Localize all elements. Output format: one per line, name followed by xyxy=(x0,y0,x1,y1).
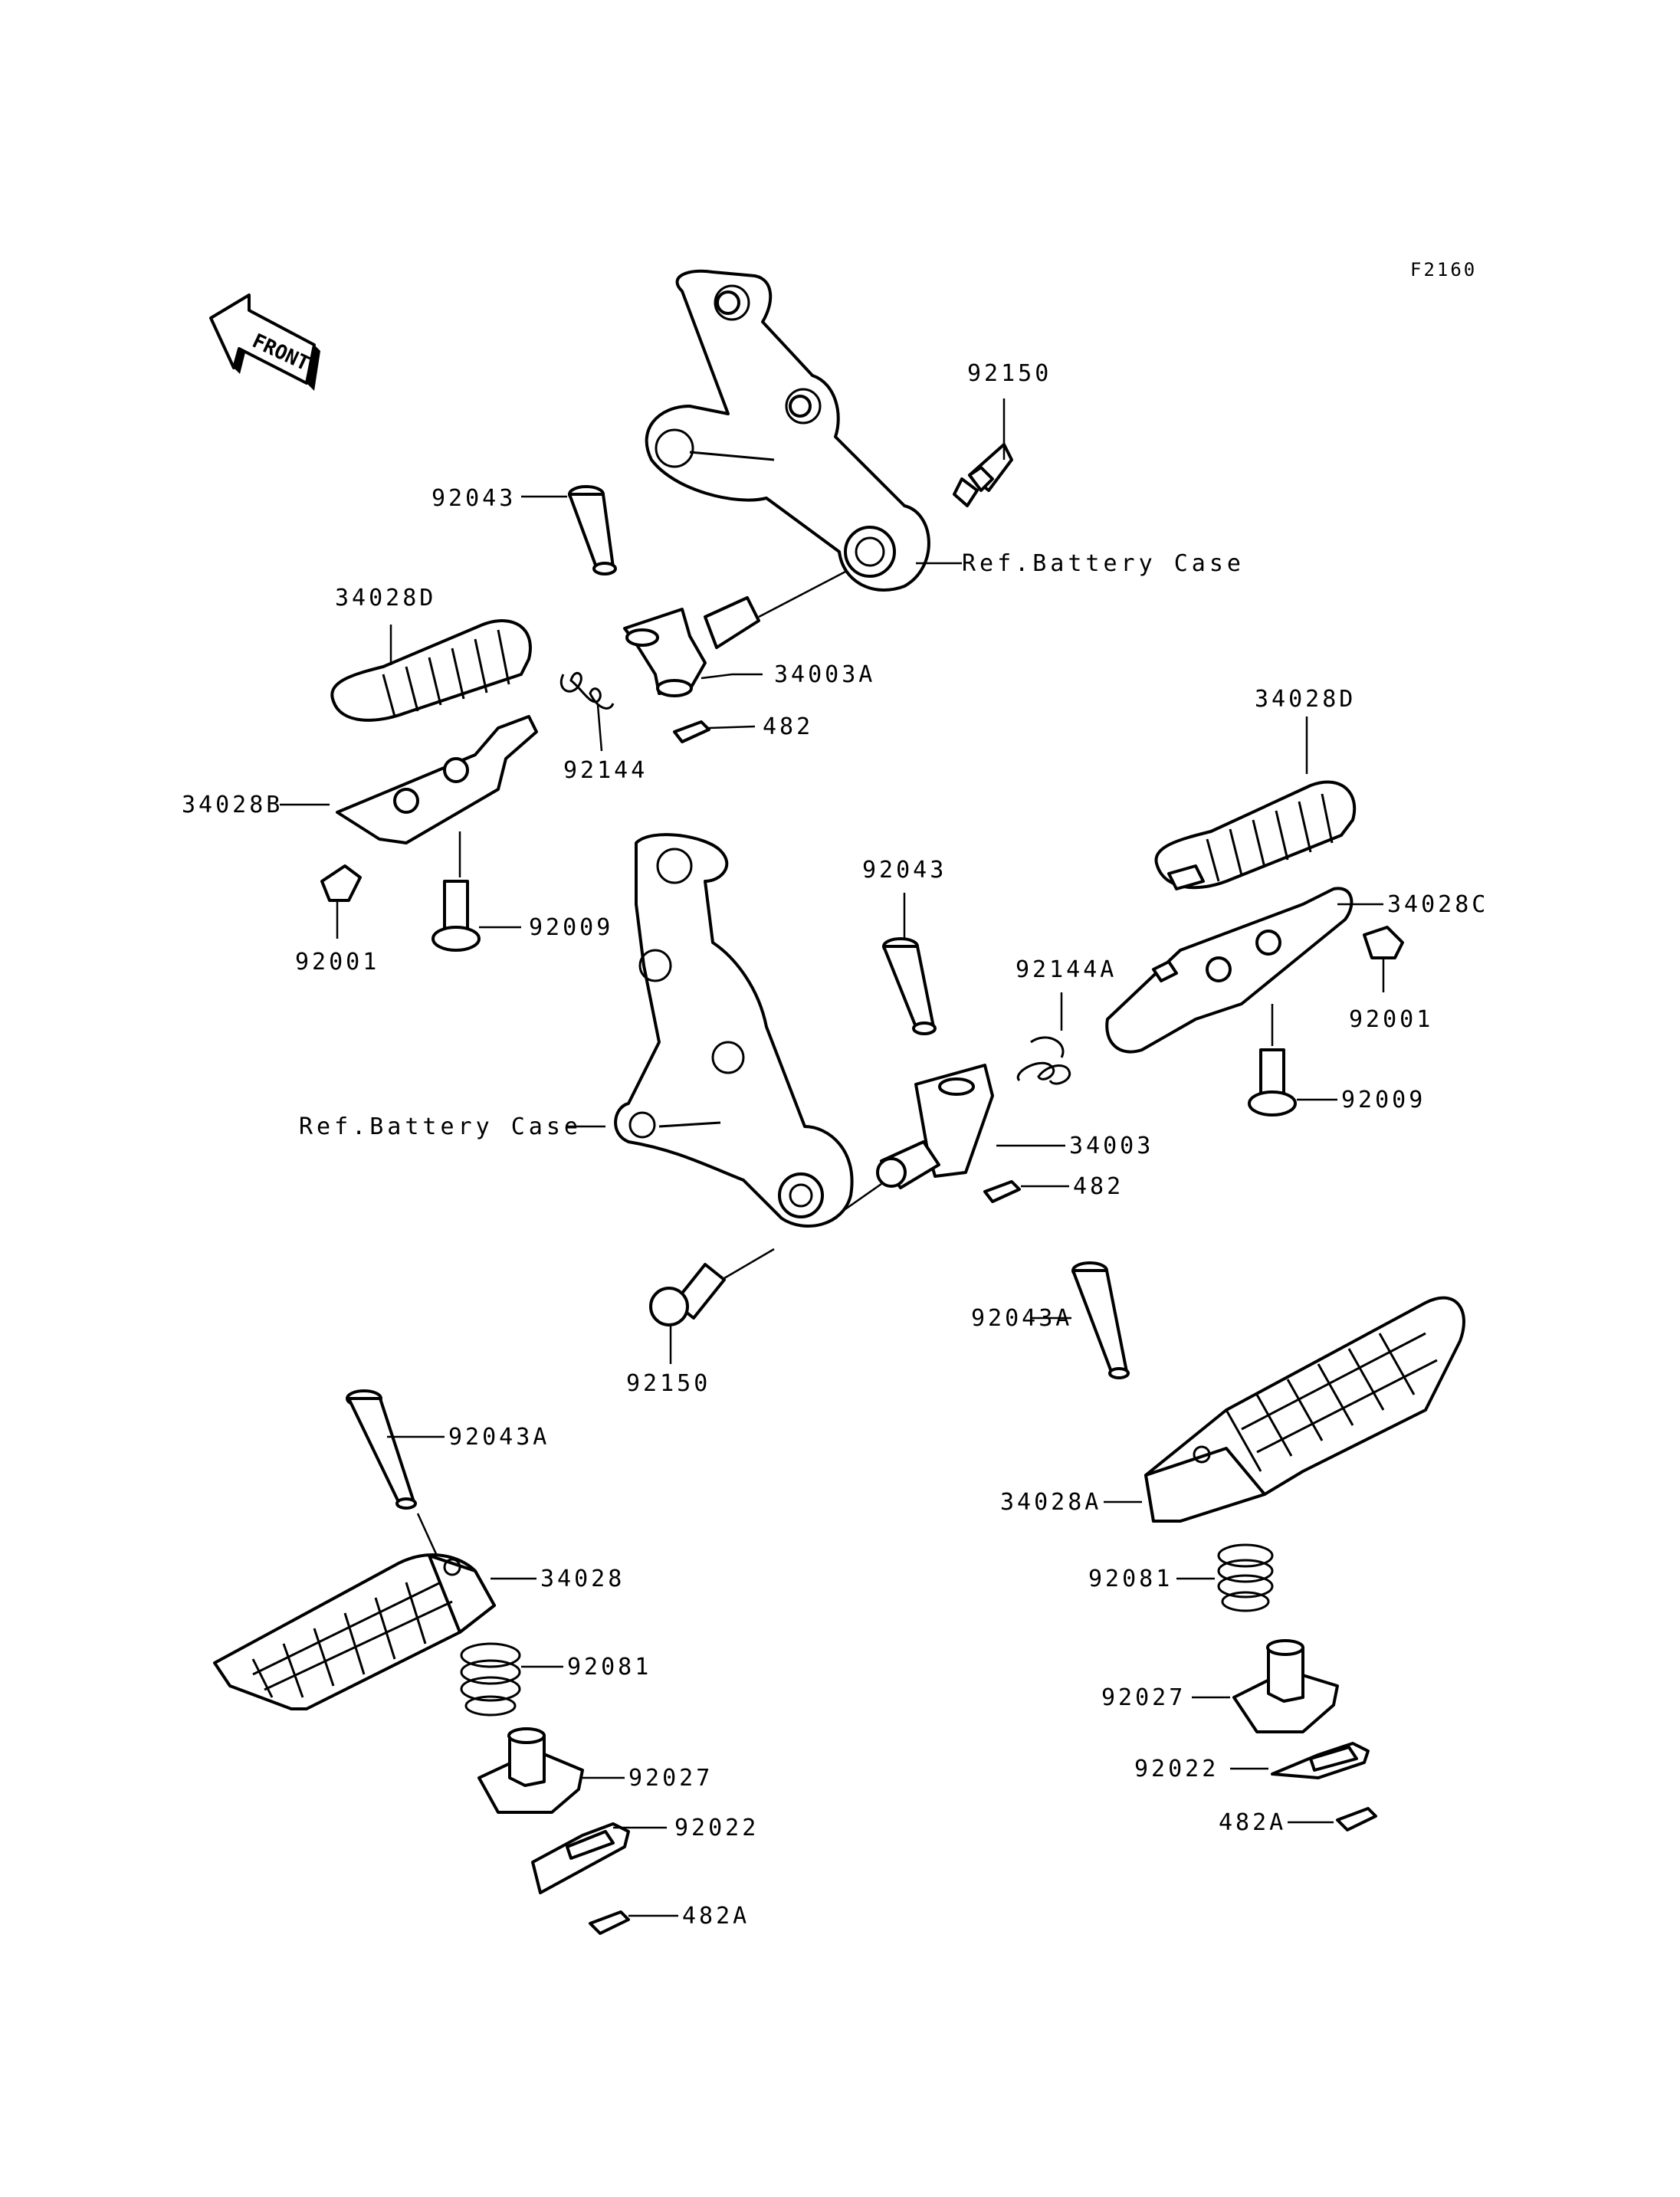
rear-footrest-bracket-lower xyxy=(614,833,854,1228)
label-92043A-left: 92043A xyxy=(448,1424,550,1451)
footpeg-34028 xyxy=(213,1553,536,1710)
label-92022-left: 92022 xyxy=(674,1815,759,1841)
label-92150-top: 92150 xyxy=(967,360,1052,387)
screw-92009-right xyxy=(1248,1004,1337,1117)
label-92001-right: 92001 xyxy=(1349,1006,1433,1033)
clip-482-top xyxy=(673,720,756,743)
label-34028A: 34028A xyxy=(1000,1489,1101,1516)
label-34003: 34003 xyxy=(1069,1133,1153,1159)
label-34028B: 34028B xyxy=(182,792,283,818)
bolt-92150-bottom xyxy=(649,1248,775,1364)
label-34028D-right: 34028D xyxy=(1255,686,1356,713)
pin-92043-top xyxy=(521,485,617,575)
spring-92081-right xyxy=(1176,1543,1274,1612)
clip-482-mid xyxy=(983,1180,1069,1203)
label-92009-right: 92009 xyxy=(1341,1087,1426,1113)
label-92150-bottom: 92150 xyxy=(626,1370,710,1397)
pin-92043A-right xyxy=(1031,1261,1130,1379)
pin-92043-mid xyxy=(882,893,937,1035)
diagram-code: F2160 xyxy=(1410,259,1477,280)
label-482A-left: 482A xyxy=(682,1903,750,1930)
bolt-92001-left xyxy=(320,864,362,939)
label-34003A: 34003A xyxy=(774,661,875,688)
bolt-92001-right xyxy=(1363,926,1404,992)
footpeg-rubber-34028D-left xyxy=(330,619,532,722)
spring-92144A xyxy=(1016,992,1071,1085)
label-92043A-right: 92043A xyxy=(971,1305,1072,1332)
ref-battery-case-mid: Ref.Battery Case xyxy=(299,1113,582,1140)
spring-92081-left xyxy=(460,1642,563,1717)
label-92027-left: 92027 xyxy=(628,1765,713,1792)
rear-footrest-bracket-upper xyxy=(645,269,930,592)
label-482-top: 482 xyxy=(763,713,813,740)
screw-92009-left xyxy=(431,831,521,952)
label-34028D-left: 34028D xyxy=(335,585,436,612)
plate-92022-right xyxy=(1230,1742,1370,1779)
label-92001-left: 92001 xyxy=(295,949,379,976)
label-92022-right: 92022 xyxy=(1134,1756,1219,1782)
spring-92144 xyxy=(560,671,615,752)
holder-92027-right xyxy=(1192,1639,1339,1733)
footpeg-rubber-34028D-right xyxy=(1154,780,1357,890)
label-482A-right: 482A xyxy=(1219,1809,1286,1836)
pin-92043A-left xyxy=(346,1389,445,1556)
label-92144A: 92144A xyxy=(1016,956,1117,983)
label-92043-top: 92043 xyxy=(431,485,516,512)
label-482-mid: 482 xyxy=(1073,1173,1124,1200)
label-34028: 34028 xyxy=(540,1566,625,1592)
footpeg-bracket-34028C xyxy=(1105,887,1383,1054)
front-direction-arrow-icon: FRONT xyxy=(209,293,320,391)
pivot-34003 xyxy=(842,1064,1065,1212)
clip-482A-right xyxy=(1288,1807,1377,1831)
label-92081-right: 92081 xyxy=(1088,1566,1173,1592)
plate-92022-left xyxy=(531,1822,667,1894)
clip-482A-left xyxy=(589,1910,678,1935)
bolt-92150-top xyxy=(953,398,1013,507)
ref-battery-case-top: Ref.Battery Case xyxy=(962,550,1245,577)
footpeg-34028A xyxy=(1104,1296,1465,1523)
label-92009-left: 92009 xyxy=(529,914,613,941)
label-92081-left: 92081 xyxy=(567,1654,651,1681)
holder-92027-left xyxy=(477,1727,625,1814)
label-92027-right: 92027 xyxy=(1101,1684,1186,1711)
label-92043-mid: 92043 xyxy=(862,857,947,884)
pivot-34003A xyxy=(623,569,848,697)
label-34028C: 34028C xyxy=(1387,891,1488,918)
footpeg-bracket-34028B xyxy=(280,715,538,844)
label-92144: 92144 xyxy=(563,757,648,784)
